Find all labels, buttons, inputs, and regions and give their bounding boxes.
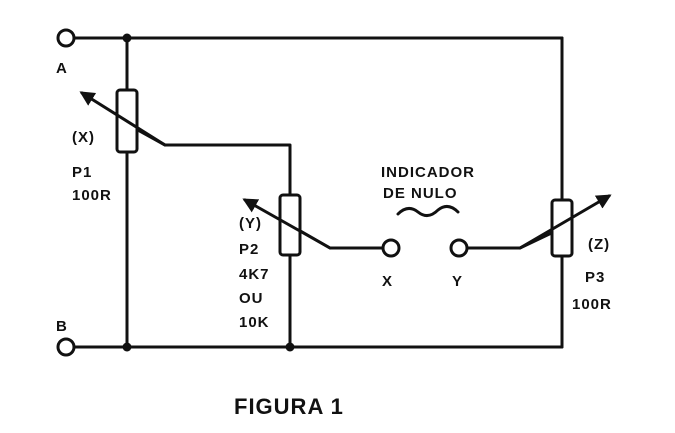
terminal-x-label: X (382, 273, 393, 290)
p1-variable-arrow (79, 91, 167, 147)
terminal-y (449, 238, 469, 258)
p3-name-label: P3 (585, 269, 605, 286)
terminal-a (56, 28, 76, 48)
p2-wiper-wire (288, 223, 385, 250)
p3-tag-label: (Z) (588, 236, 610, 253)
p2-variable-arrow (242, 198, 332, 250)
terminal-x (381, 238, 401, 258)
p3-value-label: 100R (572, 296, 612, 313)
p2-value-label-3: 10K (239, 314, 270, 331)
null-indicator-label-2: DE NULO (383, 185, 458, 202)
figure-caption: FIGURA 1 (234, 394, 344, 419)
p3-variable-arrow (518, 194, 612, 250)
terminal-a-label: A (56, 60, 68, 77)
null-indicator-label-1: INDICADOR (381, 164, 475, 181)
p1-name-label: P1 (72, 164, 92, 181)
p1-tag-label: (X) (72, 129, 95, 146)
p1-value-label: 100R (72, 187, 112, 204)
p2-value-label-2: OU (239, 290, 264, 307)
p2-tag-label: (Y) (239, 215, 262, 232)
junction-dot-b (122, 342, 132, 352)
null-indicator-tilde (396, 205, 460, 217)
terminal-b (56, 337, 76, 357)
p1-wiper-wire (125, 122, 292, 197)
p2-name-label: P2 (239, 241, 259, 258)
terminal-b-label: B (56, 318, 68, 335)
p2-value-label-1: 4K7 (239, 266, 270, 283)
terminal-y-label: Y (452, 273, 463, 290)
junction-dot-p2 (285, 342, 295, 352)
junction-dot-a (122, 33, 132, 43)
